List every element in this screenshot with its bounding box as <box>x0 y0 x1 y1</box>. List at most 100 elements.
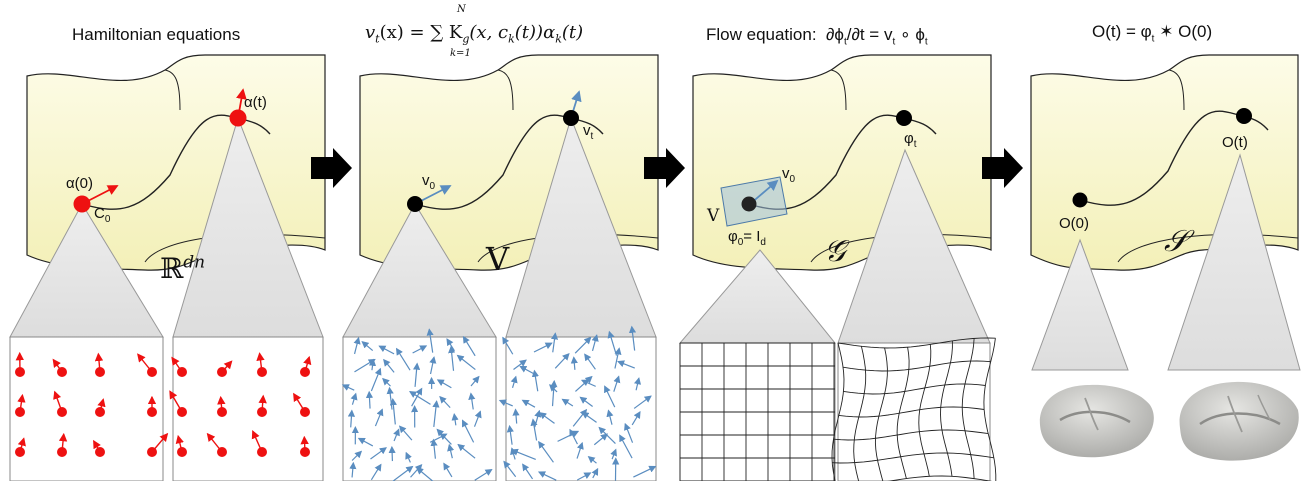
velocity-arrow <box>341 384 355 391</box>
velocity-arrow <box>398 425 413 441</box>
control-point-end <box>229 109 247 127</box>
velocity-arrow <box>561 398 574 407</box>
control-point <box>177 407 187 417</box>
velocity-arrow <box>554 352 570 369</box>
velocity-arrow <box>521 399 536 408</box>
velocity-arrow <box>506 424 514 445</box>
control-point <box>300 407 310 417</box>
velocity-arrow <box>412 345 428 354</box>
velocity-arrow <box>378 345 395 355</box>
cone-right <box>1167 153 1301 371</box>
velocity-arrow <box>357 437 374 447</box>
velocity-arrow <box>451 413 459 426</box>
velocity-arrow <box>580 379 596 387</box>
velocity-arrow <box>395 347 411 371</box>
deformed-grid-panel <box>837 342 991 481</box>
velocity-arrow <box>498 399 513 407</box>
point-start <box>1072 192 1088 208</box>
velocity-arrow <box>581 411 597 423</box>
panel1-title: Hamiltonian equations <box>72 25 241 44</box>
deformed-grid-line <box>838 406 985 418</box>
velocity-arrow <box>598 426 616 444</box>
control-point <box>95 367 105 377</box>
velocity-arrow <box>439 395 451 409</box>
control-point <box>300 447 310 457</box>
velocity-arrow <box>448 345 456 371</box>
velocity-arrow <box>574 336 592 354</box>
velocity-arrow <box>361 341 374 352</box>
velocity-arrow <box>503 460 517 478</box>
velocity-arrow <box>388 445 396 462</box>
velocity-arrow <box>430 438 438 459</box>
deformed-grid-line <box>843 383 986 395</box>
control-point <box>95 407 105 417</box>
velocity-arrow <box>393 428 400 442</box>
deformed-grid-line <box>837 337 996 349</box>
velocity-arrow <box>370 367 382 392</box>
velocity-arrow <box>365 390 374 409</box>
velocity-arrow <box>473 410 482 427</box>
momentum-panel-left <box>9 336 164 481</box>
velocity-arrow <box>634 377 642 391</box>
flow-arrow-1 <box>311 148 352 188</box>
velocity-arrow <box>436 379 452 389</box>
velocity-arrow <box>351 450 363 461</box>
panel-velocity <box>341 54 659 481</box>
velocity-arrow <box>470 375 480 387</box>
momentum-panel-right <box>172 336 324 481</box>
phi0-label: φ0= Id <box>728 228 766 248</box>
deformed-grid-line <box>833 429 989 441</box>
velocity-arrow <box>614 347 622 369</box>
velocity-arrow <box>462 335 476 357</box>
panel2-title: vt(x) = ∑ Kg(x, ck(t))αk(t) <box>365 22 584 46</box>
control-point <box>57 407 67 417</box>
control-point-start <box>73 195 91 213</box>
trajectory-curve <box>81 114 271 210</box>
velocity-arrow <box>613 375 621 392</box>
grids <box>679 337 997 481</box>
velocity-arrow <box>349 461 357 478</box>
panel-shape <box>1030 54 1301 461</box>
momentum-field <box>15 351 312 457</box>
control-point <box>147 367 157 377</box>
velocity-arrow <box>512 408 520 424</box>
velocity-arrow <box>383 358 395 373</box>
velocity-arrow <box>347 409 356 428</box>
deformed-grid-line <box>832 452 994 464</box>
velocity-arrow <box>591 467 599 479</box>
velocity-arrow <box>392 465 414 481</box>
v-frame-label: V <box>707 206 720 226</box>
velocity-arrow <box>447 443 455 459</box>
velocity-arrow <box>593 433 609 446</box>
velocity-arrow <box>570 356 578 370</box>
velocity-arrow <box>628 325 637 351</box>
velocity-arrow <box>631 410 641 426</box>
velocity-arrow <box>510 375 518 389</box>
velocity-arrow <box>457 443 476 459</box>
velocity-arrow <box>633 395 652 409</box>
control-point <box>217 407 227 417</box>
point-start <box>741 196 757 212</box>
control-point <box>257 367 267 377</box>
point-start <box>407 196 423 212</box>
velocity-arrow <box>436 428 452 445</box>
velocity-arrow <box>633 465 657 478</box>
velocity-arrow <box>468 392 476 410</box>
velocity-arrow <box>432 400 440 428</box>
velocity-arrow <box>624 422 634 443</box>
manifold-fold <box>830 69 847 111</box>
rdn-label: ℝdn <box>160 252 206 285</box>
alphat-label: α(t) <box>244 94 267 111</box>
velocity-arrow <box>537 471 557 481</box>
velocity-arrow <box>538 440 554 463</box>
velocity-panel-right <box>505 336 657 481</box>
trajectory-curve <box>747 114 937 210</box>
deformed-grid-line <box>842 360 991 372</box>
control-point <box>177 367 187 377</box>
control-point <box>217 447 227 457</box>
control-point <box>95 447 105 457</box>
velocity-arrow <box>426 328 434 353</box>
v-space-label: V <box>486 240 510 278</box>
velocity-arrow <box>539 412 555 424</box>
control-point <box>57 447 67 457</box>
